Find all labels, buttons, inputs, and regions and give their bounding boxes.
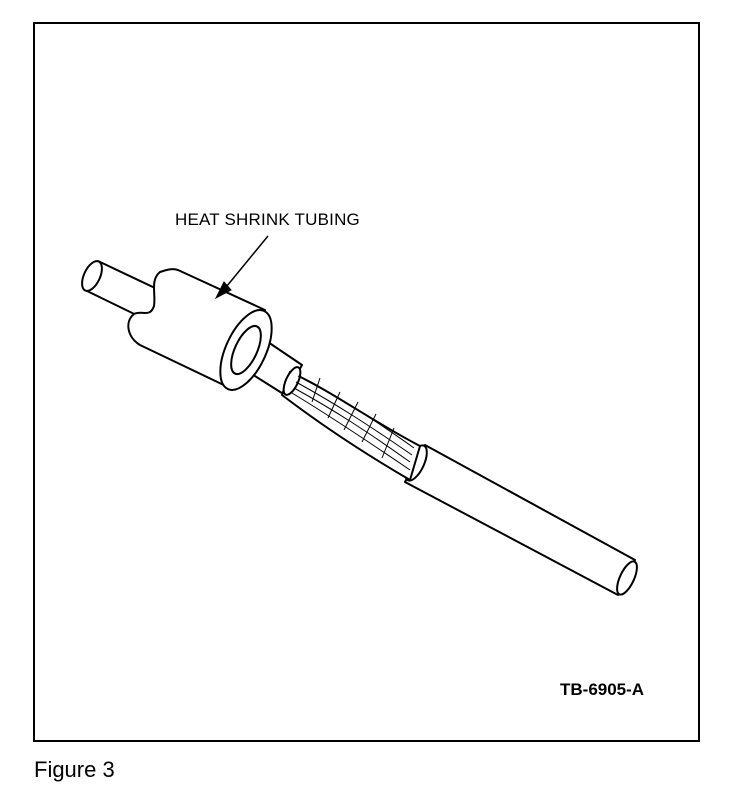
left-wire-broken-end xyxy=(81,260,103,292)
figure-frame xyxy=(33,22,700,742)
callout-arrowhead xyxy=(214,281,232,300)
right-wire xyxy=(404,444,636,596)
strands-end-left xyxy=(282,366,302,396)
callout-label: HEAT SHRINK TUBING xyxy=(175,210,360,229)
right-wire-broken-end xyxy=(616,560,638,596)
drawing-code: TB-6905-A xyxy=(560,680,645,699)
figure-caption: Figure 3 xyxy=(34,757,115,782)
twisted-strands xyxy=(281,371,421,481)
callout-leader-line xyxy=(221,235,269,293)
tubing-inner-bore xyxy=(230,324,262,376)
